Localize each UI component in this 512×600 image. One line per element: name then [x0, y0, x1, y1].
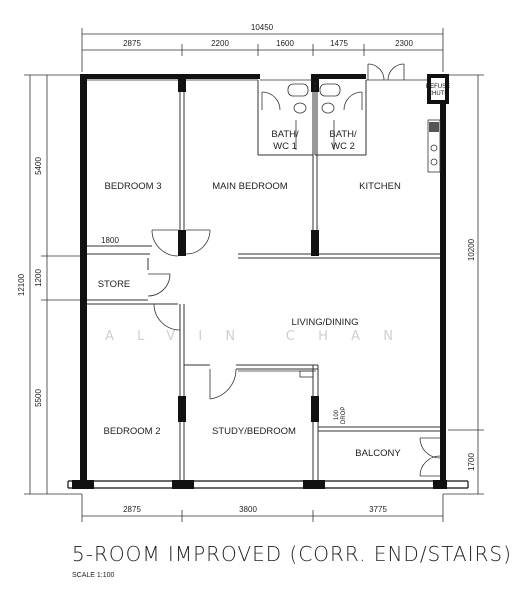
- label-main-bedroom: MAIN BEDROOM: [212, 181, 288, 192]
- dim-bottom-1: 2875: [123, 505, 141, 514]
- dim-bottom-3: 3775: [369, 505, 387, 514]
- label-bedroom-3: BEDROOM 3: [104, 181, 161, 192]
- label-bedroom-2: BEDROOM 2: [103, 426, 160, 437]
- watermark: ALVIN CHAN: [105, 329, 395, 344]
- dim-bottom-2: 3800: [239, 505, 257, 514]
- dim-left-3: 5500: [34, 389, 43, 407]
- bath-fixtures: [287, 83, 341, 150]
- dim-right-top: 10200: [467, 238, 476, 261]
- left-dimensions: [24, 74, 82, 495]
- dim-left-1: 5400: [34, 157, 43, 175]
- plan-title: 5-ROOM IMPROVED (CORR. END/STAIRS): [72, 542, 512, 566]
- label-drop-line1: 100: [334, 409, 340, 420]
- door-swings: [147, 63, 441, 477]
- bottom-dimensions: [81, 494, 444, 522]
- dim-left-2: 1200: [34, 269, 43, 287]
- dim-top-2: 2200: [211, 39, 229, 48]
- bottom-wall: [67, 480, 469, 489]
- label-bath-wc1-line1: BATH/: [271, 129, 299, 140]
- dim-top-5: 2300: [395, 39, 413, 48]
- dim-top-4: 1475: [330, 39, 348, 48]
- label-store: STORE: [98, 279, 131, 290]
- label-study-bedroom: STUDY/BEDROOM: [212, 426, 296, 437]
- label-balcony: BALCONY: [355, 448, 401, 459]
- interior-walls: [87, 80, 440, 480]
- right-dimensions: [443, 74, 484, 495]
- study-balcony-details: [238, 370, 316, 378]
- dim-right-bottom: 1700: [467, 453, 476, 471]
- dim-left-total: 12100: [17, 273, 26, 296]
- dim-top-1: 2875: [123, 39, 141, 48]
- dim-top-3: 1600: [276, 39, 294, 48]
- dim-store-width: 1800: [101, 236, 119, 245]
- kitchen-stove: [429, 122, 439, 132]
- top-dimensions: [81, 28, 444, 72]
- outer-walls: [80, 74, 446, 482]
- bottom-wall-blocks: [72, 480, 447, 489]
- label-refuse-line2: CHUTE: [428, 91, 449, 97]
- label-bath-wc2-line2: WC 2: [331, 141, 355, 152]
- plan-scale: SCALE 1:100: [72, 572, 115, 579]
- label-living-dining: LIVING/DINING: [291, 317, 358, 328]
- kitchen-sink: [427, 119, 441, 173]
- refuse-chute: [427, 74, 449, 104]
- label-bath-wc2-line1: BATH/: [329, 129, 357, 140]
- label-refuse-line1: REFUSE: [426, 84, 450, 90]
- dim-overall-width: 10450: [251, 23, 274, 32]
- label-drop-line2: DROP: [341, 407, 347, 424]
- label-kitchen: KITCHEN: [359, 181, 401, 192]
- label-bath-wc1-line2: WC 1: [273, 141, 297, 152]
- wall-blocks: [178, 74, 319, 422]
